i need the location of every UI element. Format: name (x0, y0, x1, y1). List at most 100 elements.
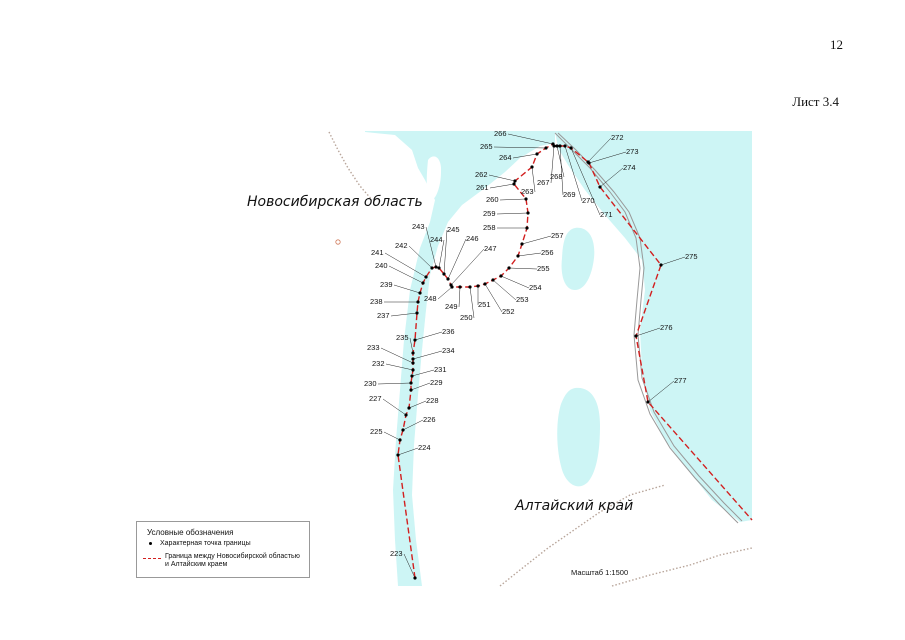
boundary-point-234 (411, 357, 415, 361)
point-label-235: 235 (396, 333, 409, 342)
point-label-233: 233 (367, 343, 380, 352)
point-label-258: 258 (483, 223, 496, 232)
legend: Условные обозначения Характерная точка г… (136, 521, 310, 578)
point-label-252: 252 (502, 307, 515, 316)
boundary-point-259 (526, 211, 530, 215)
boundary-point-261 (512, 182, 516, 186)
point-symbol-icon (149, 542, 152, 545)
point-label-242: 242 (395, 241, 408, 250)
point-label-228: 228 (426, 396, 439, 405)
boundary-point-262 (513, 179, 517, 183)
point-label-231: 231 (434, 365, 447, 374)
boundary-point-228 (407, 406, 411, 410)
leader-line-275 (660, 256, 686, 266)
leader-line-237 (390, 312, 418, 317)
point-label-271: 271 (600, 210, 613, 219)
leader-line-254 (500, 275, 530, 289)
point-label-226: 226 (423, 415, 436, 424)
leader-line-256 (517, 252, 542, 257)
boundary-point-258 (525, 226, 529, 230)
road-bottom-right (611, 547, 753, 587)
point-label-262: 262 (475, 170, 488, 179)
leader-line-259 (496, 212, 529, 215)
point-label-246: 246 (466, 234, 479, 243)
leader-line-270 (564, 145, 583, 202)
leader-line-276 (635, 327, 661, 337)
road-nw (328, 131, 373, 201)
point-label-277: 277 (674, 376, 687, 385)
leader-line-224 (397, 447, 419, 456)
boundary-point-273 (587, 161, 591, 165)
leader-line-273 (588, 151, 627, 164)
boundary-point-264 (535, 152, 539, 156)
point-label-237: 237 (377, 311, 390, 320)
boundary-point-238 (416, 300, 420, 304)
boundary-point-277 (646, 400, 650, 404)
boundary-point-275 (659, 263, 663, 267)
boundary-point-224 (396, 453, 400, 457)
point-label-236: 236 (442, 327, 455, 336)
leader-line-243 (425, 226, 437, 268)
point-label-247: 247 (484, 244, 497, 253)
leader-line-255 (508, 267, 538, 270)
boundary-point-226 (401, 428, 405, 432)
leader-line-262 (488, 174, 516, 182)
leader-line-265 (493, 146, 547, 149)
leader-line-223 (403, 553, 416, 579)
marker-circle (335, 239, 341, 245)
leader-line-249 (458, 286, 461, 308)
leader-line-277 (647, 380, 675, 403)
leader-line-230 (377, 382, 412, 385)
leader-line-253 (492, 279, 517, 301)
island (426, 156, 442, 200)
point-label-264: 264 (499, 153, 512, 162)
boundary-point-257 (520, 242, 524, 246)
boundary-point-252 (483, 282, 487, 286)
boundary-point-244 (437, 266, 441, 270)
region-label-novosibirsk: Новосибирская область (247, 194, 423, 210)
boundary-point-231 (410, 374, 414, 378)
point-label-249: 249 (445, 302, 458, 311)
boundary-point-240 (421, 281, 425, 285)
lake-north (561, 227, 595, 290)
point-label-253: 253 (516, 295, 529, 304)
road-east-bank-2 (557, 132, 743, 522)
boundary-point-246 (446, 277, 450, 281)
leader-line-271 (570, 147, 601, 216)
boundary-point-269 (558, 144, 562, 148)
leader-line-247 (450, 248, 485, 286)
boundary-point-270 (563, 144, 567, 148)
point-label-273: 273 (626, 147, 639, 156)
leader-line-263 (531, 166, 536, 193)
boundary-point-225 (398, 438, 402, 442)
leader-line-250 (469, 286, 475, 319)
point-label-225: 225 (370, 427, 383, 436)
leader-line-252 (484, 283, 503, 313)
point-label-241: 241 (371, 248, 384, 257)
boundary-point-242 (430, 266, 434, 270)
leader-line-266 (507, 133, 554, 145)
boundary-point-271 (569, 146, 573, 150)
point-label-223: 223 (390, 549, 403, 558)
leader-line-261 (489, 183, 515, 189)
point-label-232: 232 (372, 359, 385, 368)
leader-line-235 (409, 337, 414, 354)
leader-line-228 (408, 400, 427, 409)
leader-line-234 (412, 350, 443, 360)
boundary-point-268 (555, 144, 559, 148)
leader-line-245 (443, 229, 448, 275)
point-label-272: 272 (611, 133, 624, 142)
leader-line-226 (402, 419, 424, 431)
leader-line-272 (587, 137, 612, 163)
leader-line-227 (382, 398, 407, 416)
leader-line-225 (383, 431, 401, 441)
point-label-229: 229 (430, 378, 443, 387)
river-main-channel (365, 131, 555, 586)
leader-line-274 (599, 167, 624, 188)
boundary-point-237 (415, 311, 419, 315)
point-label-245: 245 (447, 225, 460, 234)
point-label-239: 239 (380, 280, 393, 289)
region-label-altai: Алтайский край (514, 498, 633, 514)
boundary-point-255 (507, 266, 511, 270)
